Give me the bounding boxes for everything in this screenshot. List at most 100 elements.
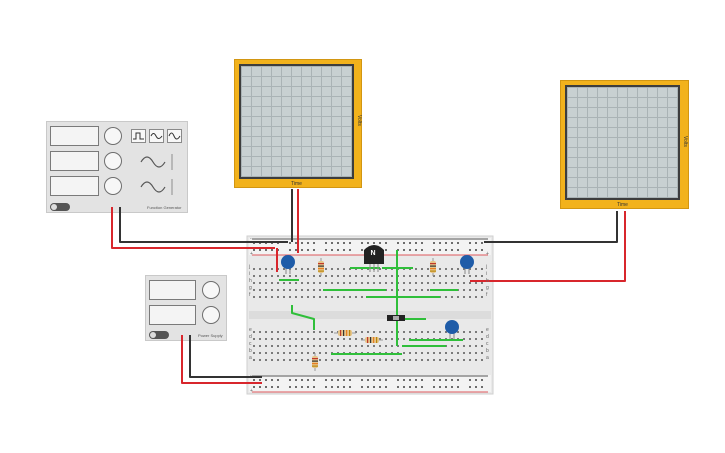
breadboard-hole[interactable] bbox=[337, 296, 339, 298]
breadboard-hole[interactable] bbox=[439, 268, 441, 270]
power-toggle[interactable] bbox=[149, 331, 169, 339]
breadboard-hole[interactable] bbox=[457, 331, 459, 333]
breadboard-hole[interactable] bbox=[325, 359, 327, 361]
rail-hole[interactable] bbox=[253, 386, 255, 388]
rail-hole[interactable] bbox=[325, 386, 327, 388]
breadboard-hole[interactable] bbox=[301, 345, 303, 347]
breadboard-hole[interactable] bbox=[319, 289, 321, 291]
breadboard-hole[interactable] bbox=[379, 352, 381, 354]
rail-hole[interactable] bbox=[361, 386, 363, 388]
breadboard-hole[interactable] bbox=[397, 359, 399, 361]
breadboard-hole[interactable] bbox=[295, 331, 297, 333]
breadboard-hole[interactable] bbox=[331, 296, 333, 298]
breadboard-hole[interactable] bbox=[391, 352, 393, 354]
breadboard-hole[interactable] bbox=[451, 359, 453, 361]
rail-hole[interactable] bbox=[295, 379, 297, 381]
breadboard[interactable] bbox=[246, 235, 494, 395]
breadboard-hole[interactable] bbox=[265, 296, 267, 298]
breadboard-hole[interactable] bbox=[355, 289, 357, 291]
breadboard-hole[interactable] bbox=[481, 268, 483, 270]
breadboard-hole[interactable] bbox=[289, 345, 291, 347]
resistor-5[interactable] bbox=[312, 353, 318, 371]
breadboard-hole[interactable] bbox=[307, 282, 309, 284]
breadboard-hole[interactable] bbox=[343, 275, 345, 277]
breadboard-hole[interactable] bbox=[265, 289, 267, 291]
breadboard-hole[interactable] bbox=[337, 345, 339, 347]
breadboard-hole[interactable] bbox=[295, 345, 297, 347]
rail-hole[interactable] bbox=[397, 379, 399, 381]
breadboard-hole[interactable] bbox=[463, 268, 465, 270]
breadboard-hole[interactable] bbox=[421, 268, 423, 270]
breadboard-hole[interactable] bbox=[349, 338, 351, 340]
breadboard-hole[interactable] bbox=[475, 352, 477, 354]
breadboard-hole[interactable] bbox=[439, 352, 441, 354]
rail-hole[interactable] bbox=[349, 379, 351, 381]
breadboard-hole[interactable] bbox=[475, 275, 477, 277]
rail-hole[interactable] bbox=[385, 386, 387, 388]
breadboard-hole[interactable] bbox=[397, 331, 399, 333]
breadboard-hole[interactable] bbox=[409, 268, 411, 270]
rail-hole[interactable] bbox=[385, 249, 387, 251]
breadboard-hole[interactable] bbox=[379, 345, 381, 347]
breadboard-hole[interactable] bbox=[343, 296, 345, 298]
breadboard-hole[interactable] bbox=[265, 282, 267, 284]
rail-hole[interactable] bbox=[397, 242, 399, 244]
rail-hole[interactable] bbox=[289, 242, 291, 244]
breadboard-hole[interactable] bbox=[331, 345, 333, 347]
breadboard-hole[interactable] bbox=[439, 296, 441, 298]
breadboard-hole[interactable] bbox=[379, 289, 381, 291]
breadboard-hole[interactable] bbox=[289, 289, 291, 291]
breadboard-hole[interactable] bbox=[421, 282, 423, 284]
breadboard-hole[interactable] bbox=[367, 352, 369, 354]
breadboard-hole[interactable] bbox=[301, 282, 303, 284]
green-jumper-7[interactable] bbox=[291, 305, 315, 330]
breadboard-hole[interactable] bbox=[403, 359, 405, 361]
rail-hole[interactable] bbox=[307, 386, 309, 388]
breadboard-hole[interactable] bbox=[367, 282, 369, 284]
breadboard-hole[interactable] bbox=[337, 268, 339, 270]
rail-hole[interactable] bbox=[409, 386, 411, 388]
rail-hole[interactable] bbox=[367, 386, 369, 388]
rail-hole[interactable] bbox=[265, 249, 267, 251]
breadboard-hole[interactable] bbox=[373, 352, 375, 354]
breadboard-hole[interactable] bbox=[463, 296, 465, 298]
scope2-black-lead[interactable] bbox=[484, 211, 618, 243]
breadboard-hole[interactable] bbox=[325, 296, 327, 298]
breadboard-hole[interactable] bbox=[421, 359, 423, 361]
breadboard-hole[interactable] bbox=[295, 282, 297, 284]
breadboard-hole[interactable] bbox=[481, 282, 483, 284]
breadboard-hole[interactable] bbox=[463, 289, 465, 291]
breadboard-hole[interactable] bbox=[307, 268, 309, 270]
breadboard-hole[interactable] bbox=[463, 345, 465, 347]
rail-hole[interactable] bbox=[451, 379, 453, 381]
breadboard-hole[interactable] bbox=[283, 296, 285, 298]
rail-hole[interactable] bbox=[433, 249, 435, 251]
oscilloscope-2[interactable]: Volts Time bbox=[560, 80, 689, 209]
breadboard-hole[interactable] bbox=[355, 345, 357, 347]
breadboard-hole[interactable] bbox=[277, 359, 279, 361]
breadboard-hole[interactable] bbox=[457, 296, 459, 298]
breadboard-hole[interactable] bbox=[253, 282, 255, 284]
rail-hole[interactable] bbox=[265, 386, 267, 388]
breadboard-hole[interactable] bbox=[283, 352, 285, 354]
breadboard-hole[interactable] bbox=[319, 296, 321, 298]
rail-hole[interactable] bbox=[259, 242, 261, 244]
breadboard-hole[interactable] bbox=[301, 338, 303, 340]
rail-hole[interactable] bbox=[271, 249, 273, 251]
breadboard-hole[interactable] bbox=[427, 352, 429, 354]
rail-hole[interactable] bbox=[361, 242, 363, 244]
breadboard-hole[interactable] bbox=[421, 275, 423, 277]
breadboard-hole[interactable] bbox=[295, 296, 297, 298]
rail-hole[interactable] bbox=[361, 379, 363, 381]
rail-hole[interactable] bbox=[271, 242, 273, 244]
rail-hole[interactable] bbox=[343, 249, 345, 251]
breadboard-hole[interactable] bbox=[415, 268, 417, 270]
breadboard-hole[interactable] bbox=[379, 338, 381, 340]
breadboard-hole[interactable] bbox=[373, 282, 375, 284]
breadboard-hole[interactable] bbox=[475, 345, 477, 347]
breadboard-hole[interactable] bbox=[331, 275, 333, 277]
breadboard-hole[interactable] bbox=[385, 345, 387, 347]
breadboard-hole[interactable] bbox=[457, 352, 459, 354]
breadboard-hole[interactable] bbox=[307, 345, 309, 347]
breadboard-hole[interactable] bbox=[253, 359, 255, 361]
